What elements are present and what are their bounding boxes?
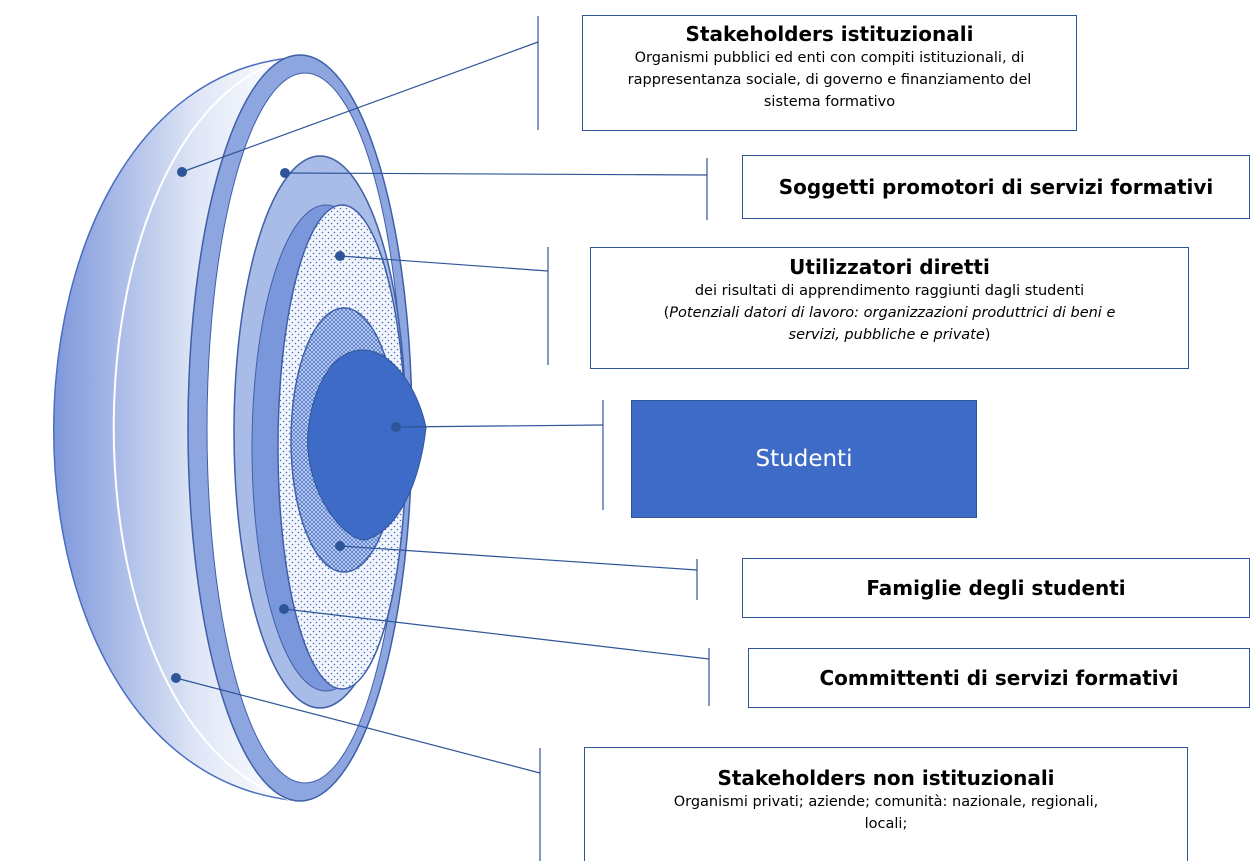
- box-famiglie-studenti: Famiglie degli studenti: [742, 558, 1250, 618]
- desc-nonistituzionali-1: Organismi privati; aziende; comunità: na…: [673, 794, 1099, 810]
- dot-utilizzatori: [335, 251, 345, 261]
- box-stakeholders-non-istituzionali: Stakeholders non istituzionali Organismi…: [584, 747, 1188, 861]
- core-studenti: [307, 349, 427, 541]
- title-famiglie: Famiglie degli studenti: [866, 576, 1126, 600]
- desc-istituzionali-2: rappresentanza sociale, di governo e fin…: [627, 72, 1032, 88]
- paren-close: ): [984, 327, 991, 343]
- desc-nonistituzionali-2: locali;: [864, 816, 908, 832]
- box-studenti: Studenti: [631, 400, 977, 518]
- outer-shell-inner-edge: [112, 57, 291, 801]
- desc-utilizzatori-italic-1: Potenziali datori di lavoro: organizzazi…: [669, 305, 1116, 321]
- title-committenti: Committenti di servizi formativi: [819, 666, 1179, 690]
- dot-committenti: [279, 604, 289, 614]
- dot-studenti: [391, 422, 401, 432]
- dot-promotori: [280, 168, 290, 178]
- label-studenti: Studenti: [755, 446, 853, 472]
- box-soggetti-promotori: Soggetti promotori di servizi formativi: [742, 155, 1250, 219]
- dot-istituzionali: [177, 167, 187, 177]
- connector-dots: [171, 167, 401, 683]
- connector-lines: [175, 16, 710, 861]
- desc-utilizzatori-2: (Potenziali datori di lavoro: organizzaz…: [591, 302, 1188, 324]
- dot-nonistituzionali: [171, 673, 181, 683]
- box-utilizzatori-diretti: Utilizzatori diretti dei risultati di ap…: [590, 247, 1189, 369]
- paren-open: (: [663, 305, 670, 321]
- title-promotori: Soggetti promotori di servizi formativi: [778, 175, 1214, 199]
- desc-utilizzatori-1: dei risultati di apprendimento raggiunti…: [694, 283, 1085, 299]
- desc-utilizzatori-3: servizi, pubbliche e private): [591, 324, 1188, 346]
- desc-istituzionali-1: Organismi pubblici ed enti con compiti i…: [634, 50, 1025, 66]
- box-committenti: Committenti di servizi formativi: [748, 648, 1250, 708]
- desc-utilizzatori-italic-2: servizi, pubbliche e private: [788, 327, 985, 343]
- box-stakeholders-istituzionali: Stakeholders istituzionali Organismi pub…: [582, 15, 1077, 131]
- title-utilizzatori: Utilizzatori diretti: [789, 255, 990, 279]
- desc-istituzionali-3: sistema formativo: [763, 94, 896, 110]
- dot-famiglie: [335, 541, 345, 551]
- title-nonistituzionali: Stakeholders non istituzionali: [717, 766, 1055, 790]
- title-istituzionali: Stakeholders istituzionali: [685, 22, 974, 46]
